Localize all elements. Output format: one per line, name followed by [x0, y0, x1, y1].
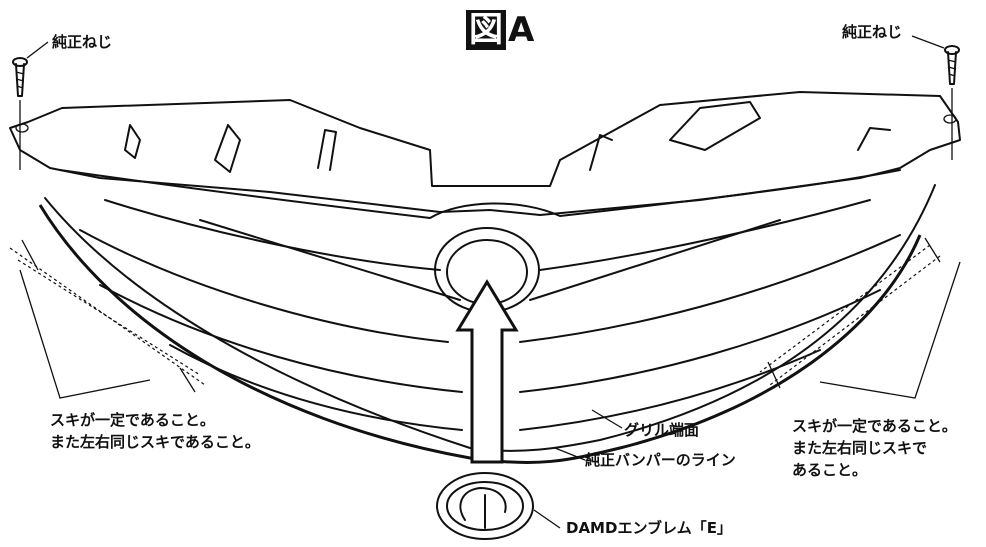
grille-bar-2: [79, 229, 449, 343]
right-gap-leader: [819, 261, 961, 399]
frame-fin-6: [857, 127, 891, 151]
screw-label-left: 純正ねじ: [52, 33, 113, 51]
bumper-line-leader: [554, 447, 586, 461]
grille-frame-lip: [59, 169, 901, 219]
frame-fin-2: [214, 124, 241, 173]
right-gap-dim-1: [924, 237, 941, 263]
left-gap-dim-1: [21, 239, 39, 271]
gap-note-left-line-1: スキが一定であること。: [50, 411, 215, 429]
screw-left-icon: [12, 57, 28, 170]
install-arrow: [455, 279, 519, 464]
screw-left-leader: [26, 41, 49, 59]
gap-note-right-line-2: また左右同じスキで: [792, 439, 928, 457]
grille-bar-2r: [519, 234, 901, 343]
left-mount-hole: [15, 123, 29, 133]
grille-bar-3r: [519, 289, 881, 393]
right-gap-dash-2: [769, 255, 941, 386]
right-gap-dash-1: [759, 244, 931, 373]
grille-outer-shell: [44, 184, 936, 452]
gap-note-right-line-3: あること。: [792, 461, 868, 479]
grille-upper-frame: [9, 91, 961, 216]
damd-emblem-logo: [459, 487, 507, 529]
grille-bar-4r: [519, 349, 821, 431]
left-gap-dash-1: [9, 247, 206, 386]
frame-fin-5: [669, 101, 761, 151]
screw-right-leader: [911, 35, 945, 49]
bumper-line-label: 純正バンパーのライン: [585, 451, 736, 469]
right-mount-hole: [943, 114, 957, 124]
frame-fin-4: [589, 134, 613, 171]
frame-fin-3: [317, 129, 337, 171]
damd-emblem-inner: [446, 481, 524, 531]
grille-bar-3: [99, 284, 463, 393]
screw-label-right: 純正ねじ: [842, 23, 903, 41]
right-gap-dim-2: [767, 361, 781, 389]
figure-letter: A: [508, 10, 535, 50]
left-gap-dim-2: [179, 367, 196, 393]
grille-bar-1: [104, 199, 441, 271]
damd-emblem-outer: [436, 472, 534, 540]
grille-bar-1r: [539, 199, 871, 271]
grille-inner-v: [199, 219, 781, 301]
emblem-label: DAMDエンブレム「E」: [566, 519, 732, 537]
figure-mark: 図: [466, 10, 506, 50]
bumper-line-curve: [38, 204, 922, 465]
gap-note-left-line-2: また左右同じスキであること。: [50, 433, 260, 451]
emblem-leader: [533, 509, 561, 529]
grille-edge-label: グリル端面: [624, 421, 700, 439]
screw-right-icon: [944, 45, 960, 160]
left-gap-leader: [19, 269, 151, 399]
frame-fin-1: [124, 124, 141, 159]
gap-note-right-line-1: スキが一定であること。: [792, 417, 957, 435]
grille-edge-leader: [591, 409, 623, 429]
